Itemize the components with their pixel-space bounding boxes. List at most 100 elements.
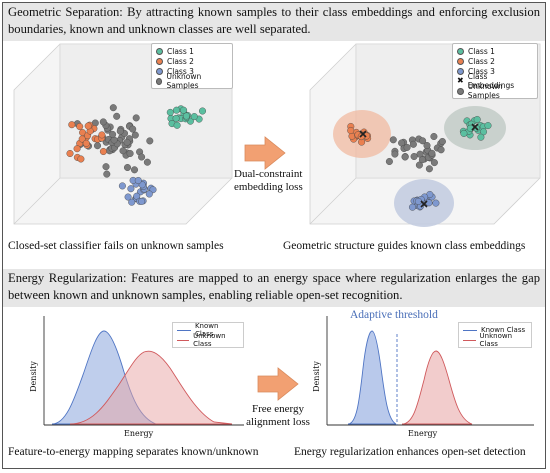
unknown-point [146, 137, 154, 145]
unknown-point [131, 131, 139, 139]
unknown-point [132, 114, 140, 122]
class1-point [166, 108, 174, 116]
unknown-point [437, 146, 445, 154]
left-scatter-legend: Class 1 Class 2 Class 3 Unknown Samples [151, 43, 233, 90]
unknown-point [123, 138, 131, 146]
unknown-point [109, 104, 117, 112]
unknown-point [385, 157, 393, 165]
top-arrow-text: Dual-constraint embedding loss [234, 168, 303, 194]
class3-point [432, 199, 440, 207]
unknown-point [119, 147, 127, 155]
unknown-point [116, 127, 124, 135]
class1-point [190, 113, 198, 121]
unknown-point [430, 159, 438, 167]
unknown-point [425, 165, 433, 173]
caption-top-right: Geometric structure guides known class e… [283, 240, 526, 252]
unknown-marker [457, 87, 464, 95]
right-ylabel: Density [311, 361, 321, 392]
right-density-legend: Known Class Unknown Class [458, 322, 532, 348]
unknown-point [113, 112, 121, 120]
class2-point [76, 122, 84, 130]
unknown-line-icon [463, 339, 476, 341]
legend-class3: Class 3 [468, 66, 495, 76]
left-density-plot [43, 316, 244, 426]
unknown-point [109, 130, 117, 138]
unknown-point [130, 166, 138, 174]
bottom-banner: Energy Regularization: Features are mapp… [3, 269, 545, 307]
legend-unknown: Unknown Samples [166, 72, 202, 90]
unknown-point [430, 132, 438, 140]
class2-point [99, 147, 107, 155]
adaptive-threshold-label: Adaptive threshold [350, 309, 438, 321]
left-xlabel: Energy [124, 429, 154, 438]
legend-unknown-class: Unknown Class [193, 332, 226, 348]
unknown-point [419, 137, 427, 145]
class3-point [118, 182, 126, 190]
legend-embeddings: Class Embeddings [467, 72, 515, 90]
known-line-icon [463, 329, 477, 331]
class3-marker [156, 67, 163, 75]
class1-point [460, 129, 468, 137]
unknown-point [103, 170, 111, 178]
unknown-point [409, 140, 417, 148]
class3-embedding-marker [420, 200, 428, 208]
unknown-density-right [401, 350, 473, 425]
unknown-point [401, 153, 409, 161]
legend-known: Known Class [481, 326, 526, 334]
unknown-point [403, 143, 411, 151]
top-banner: Geometric Separation: By attracting know… [3, 3, 545, 41]
class-embedding-icon: ✖ [457, 76, 464, 85]
right-density-plot [326, 316, 534, 426]
class2-point [84, 122, 92, 130]
unknown-point [410, 152, 418, 160]
caption-bottom-left: Feature-to-energy mapping separates know… [8, 446, 259, 458]
top-arrow-line2: embedding loss [234, 181, 303, 193]
class2-point [73, 145, 81, 153]
right-xlabel: Energy [408, 429, 438, 438]
left-ylabel: Density [28, 361, 38, 392]
bottom-arrow-text: Free energy alignment loss [246, 403, 310, 429]
unknown-point [423, 141, 431, 149]
class3-point [409, 203, 417, 211]
class3-point [124, 193, 132, 201]
class1-point [172, 114, 180, 122]
legend-class3: Class 3 [167, 66, 194, 76]
class1-point [473, 115, 481, 123]
legend-unknown-class: Unknown Class [479, 332, 513, 348]
class3-point [145, 190, 153, 198]
class1-point [173, 121, 181, 129]
class1-point [484, 122, 492, 130]
unknown-marker [156, 77, 163, 85]
left-scatter-points [66, 104, 206, 206]
legend-class2: Class 2 [468, 56, 495, 66]
class3-point [138, 197, 146, 205]
unknown-point [438, 137, 446, 145]
unknown-point [391, 150, 399, 158]
class2-marker [156, 57, 163, 65]
unknown-point [138, 153, 146, 161]
class1-marker [457, 47, 464, 55]
class2-point [68, 121, 76, 129]
class-embedding-markers [359, 123, 479, 208]
unknown-point [428, 149, 436, 157]
left-density-legend: Known Class Unknown Class [172, 322, 244, 348]
class1-point [198, 107, 206, 115]
unknown-point [143, 158, 151, 166]
caption-bottom-right: Energy regularization enhances open-set … [294, 446, 526, 458]
unknown-line-icon [177, 339, 190, 341]
legend-class1: Class 1 [167, 46, 194, 56]
class2-point [66, 149, 74, 157]
class1-marker [156, 47, 163, 55]
unknown-point [99, 118, 107, 126]
figure-frame [2, 2, 546, 469]
class1-point [172, 106, 180, 114]
class1-point [182, 112, 190, 120]
top-arrow-line1: Dual-constraint [234, 168, 303, 180]
legend-class1: Class 1 [468, 46, 495, 56]
known-line-icon [177, 329, 191, 331]
class2-marker [457, 57, 464, 65]
known-density-right [347, 330, 397, 425]
unknown-point [126, 149, 134, 157]
bottom-arrow-line1: Free energy [251, 403, 305, 415]
legend-class2: Class 2 [167, 56, 194, 66]
